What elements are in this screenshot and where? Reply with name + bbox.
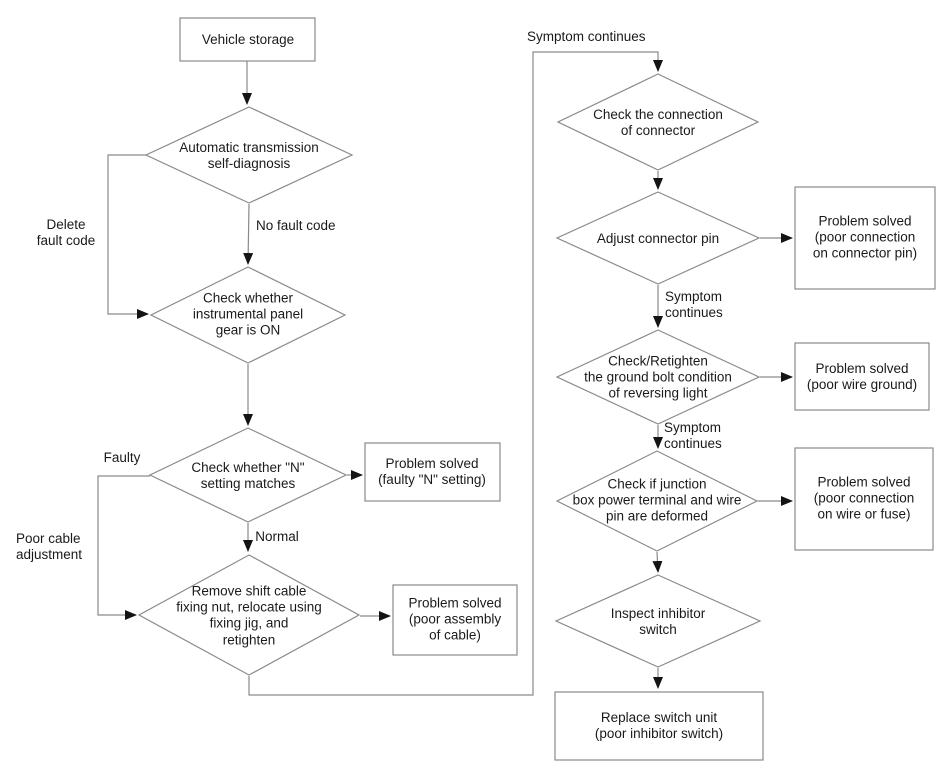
node-self-diagnosis-diamond: [144, 106, 354, 204]
node-ground-bolt-diamond: [555, 329, 761, 425]
node-solved-cable-box: [392, 584, 518, 656]
node-n-setting-diamond: [148, 427, 348, 523]
edge-delete-fault-loop: [107, 154, 149, 319]
node-shift-cable-diamond: [137, 554, 361, 676]
node-connector-pin-diamond: [555, 191, 761, 285]
node-panel-gear-diamond: [149, 266, 347, 364]
edge-faulty-loop: [97, 475, 150, 620]
edge-selfdiag-to-panel: [243, 203, 254, 265]
node-solved-fuse-box: [794, 447, 934, 551]
node-replace-switch-box: [554, 691, 764, 761]
edge-symptom-continues-long: [248, 51, 663, 696]
node-junction-box-diamond: [555, 450, 759, 552]
edge-junction-to-inspect: [652, 551, 663, 573]
node-solved-pin-box: [794, 186, 936, 290]
node-vehicle-storage-box: [179, 17, 316, 62]
node-connector-check-diamond: [556, 73, 760, 171]
node-solved-ground-box: [794, 342, 930, 411]
node-inspect-switch-diamond: [554, 574, 762, 668]
node-solved-n-box: [364, 442, 501, 502]
